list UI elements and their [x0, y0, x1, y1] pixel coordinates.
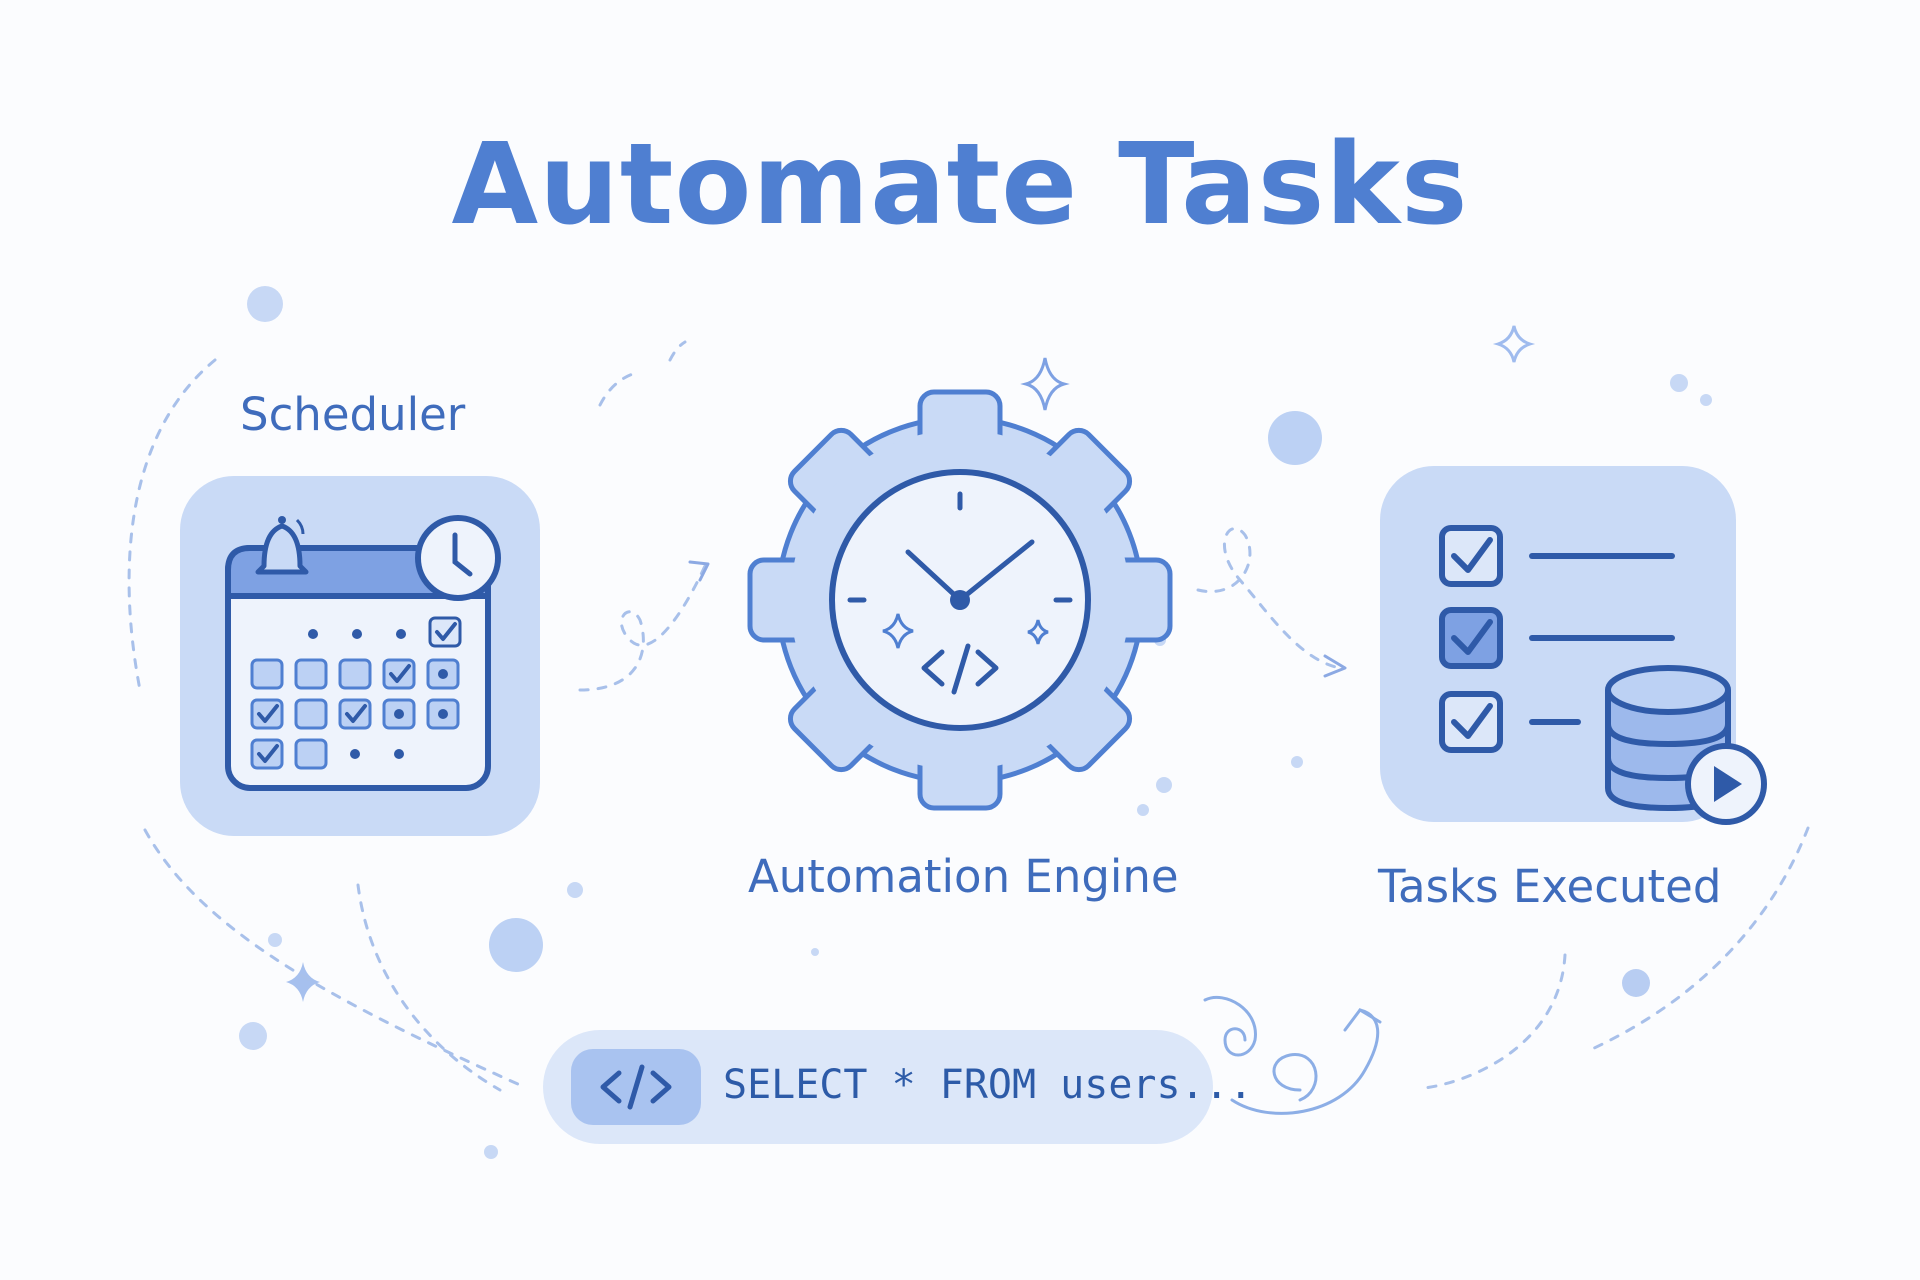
bell-icon: [255, 516, 309, 575]
engine-label: Automation Engine: [748, 850, 1179, 903]
play-icon: [1685, 743, 1767, 825]
query-text: SELECT * FROM users...: [723, 1062, 1253, 1108]
engine-node: [747, 389, 1173, 811]
scheduler-label: Scheduler: [240, 388, 466, 441]
tasks-node: [1380, 466, 1767, 825]
page-title: Automate Tasks: [451, 120, 1469, 250]
code-icon: [571, 1049, 701, 1125]
swirl-decoration: [1203, 995, 1382, 1115]
gear-clock-icon: [747, 389, 1173, 811]
scheduler-node: [180, 476, 540, 836]
decorative-dots: [239, 286, 1712, 1159]
checklist-database-icon: [1439, 525, 1767, 825]
dashed-connectors: [127, 340, 1810, 1092]
query-bar: SELECT * FROM users...: [543, 1030, 1253, 1144]
sparkle-icons: [286, 325, 1536, 1002]
calendar-icon: [225, 515, 501, 791]
tasks-label: Tasks Executed: [1378, 860, 1722, 913]
clock-badge-icon: [415, 515, 501, 601]
arrow-heads: [688, 560, 1347, 678]
